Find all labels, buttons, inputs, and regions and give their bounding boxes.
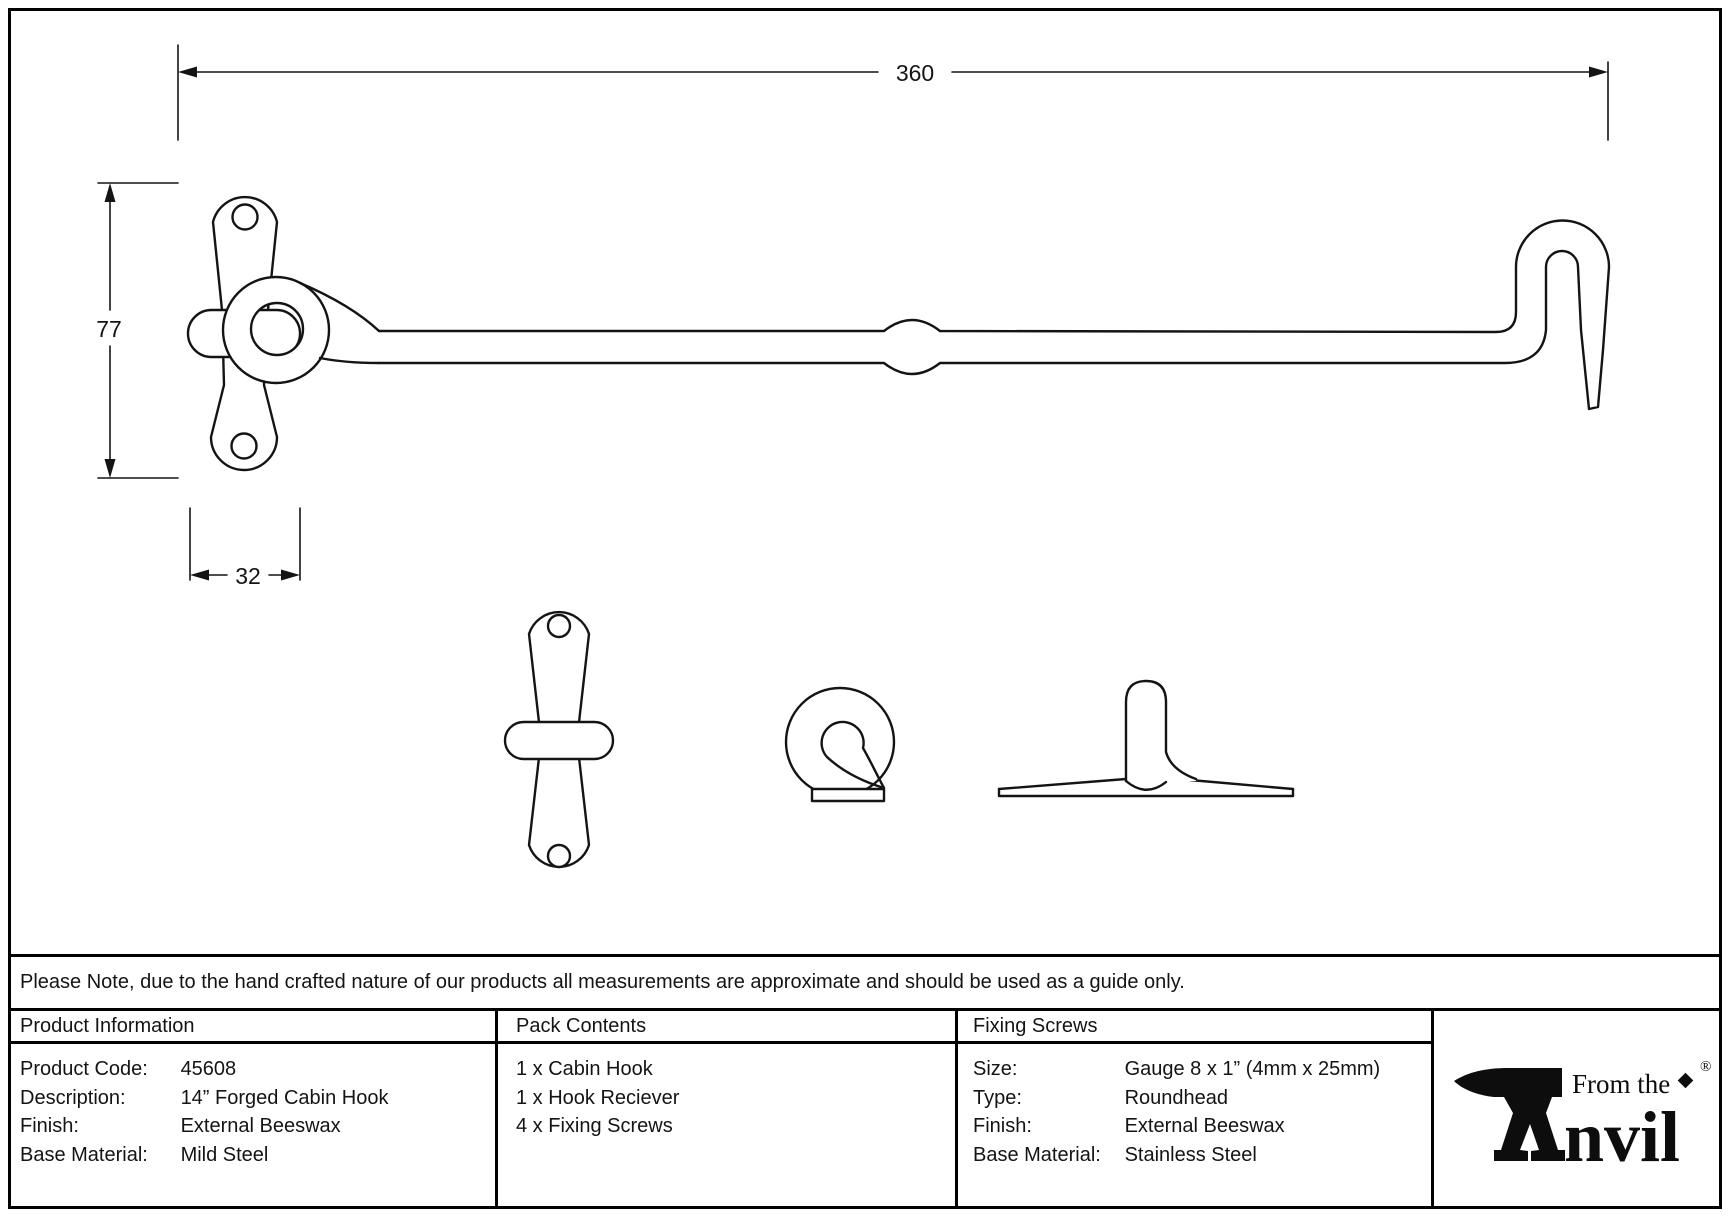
table-divider-1: [495, 1011, 498, 1209]
cabin-hook-main-view: [186, 195, 1611, 472]
anvil-icon: [1454, 1068, 1565, 1161]
screw-material-value: Stainless Steel: [1124, 1143, 1257, 1166]
screw-type-row: Type: Roundhead: [973, 1084, 1380, 1113]
screw-type-label: Type:: [973, 1086, 1022, 1109]
side-base-top-left: [997, 777, 1128, 791]
screw-type-value: Roundhead: [1124, 1086, 1228, 1109]
brand-prefix-text: From the: [1572, 1069, 1670, 1099]
finish-value: External Beeswax: [180, 1115, 341, 1137]
side-base-top-right: [1188, 778, 1295, 791]
base-material-label: Base Material:: [20, 1143, 148, 1166]
washer-ring: [223, 277, 329, 383]
fixing-screws-header: Fixing Screws: [973, 1015, 1098, 1037]
screw-finish-label: Finish:: [973, 1115, 1032, 1137]
dimension-height-label: 77: [96, 316, 122, 342]
hook-eye-band-bottom: [318, 356, 381, 365]
table-divider-2: [955, 1011, 958, 1209]
eye-base-plate: [810, 787, 886, 803]
pack-contents-cell: 1 x Cabin Hook 1 x Hook Reciever 4 x Fix…: [516, 1055, 679, 1141]
eye-outer: [784, 686, 896, 798]
dimension-width-label: 32: [235, 563, 261, 589]
registered-mark: ®: [1700, 1059, 1711, 1075]
note-text: Please Note, due to the hand crafted nat…: [20, 971, 1185, 993]
info-table: Product Information Pack Contents Fixing…: [8, 1008, 1722, 1209]
side-base-fill: [999, 779, 1293, 796]
pack-item-1: 1 x Cabin Hook: [516, 1058, 653, 1080]
table-divider-3: [1431, 1011, 1434, 1209]
product-code-label: Product Code:: [20, 1058, 148, 1080]
note-row: Please Note, due to the hand crafted nat…: [8, 954, 1722, 1008]
description-label: Description:: [20, 1086, 126, 1109]
hook-eye-band-top: [298, 281, 381, 333]
finish-label: Finish:: [20, 1115, 79, 1137]
receiver-front-view: [503, 610, 615, 869]
screw-finish-value: External Beeswax: [1124, 1115, 1285, 1137]
from-the-anvil-logo: nvil From the ®: [1454, 1059, 1711, 1177]
brand-logo: nvil From the ®: [1434, 1011, 1719, 1209]
eye-inner-loop: [820, 720, 886, 790]
dimension-length: 360: [177, 44, 1609, 141]
product-code-value: 45608: [180, 1058, 237, 1080]
description-value: 14” Forged Cabin Hook: [180, 1086, 389, 1109]
dimension-height: 77: [96, 182, 179, 479]
product-code-row: Product Code: 45608: [20, 1055, 388, 1084]
hook-eye-end-view: [784, 686, 896, 803]
screw-material-row: Base Material: Stainless Steel: [973, 1141, 1380, 1170]
screw-size-row: Size: Gauge 8 x 1” (4mm x 25mm): [973, 1055, 1380, 1084]
diamond-icon: [1677, 1072, 1694, 1089]
screw-material-label: Base Material:: [973, 1143, 1101, 1166]
screw-size-value: Gauge 8 x 1” (4mm x 25mm): [1124, 1058, 1381, 1080]
product-information-cell: Product Code: 45608 Description: 14” For…: [20, 1055, 388, 1169]
receiver-side-view: [997, 679, 1295, 798]
screw-hole-bottom: [230, 432, 258, 460]
dimension-length-label: 360: [896, 60, 934, 86]
receiver-hole-bottom: [546, 843, 572, 869]
screw-hole-top: [231, 203, 259, 231]
dimension-width: 32: [189, 507, 301, 589]
finish-row: Finish: External Beeswax: [20, 1112, 388, 1141]
description-row: Description: 14” Forged Cabin Hook: [20, 1084, 388, 1113]
screw-size-label: Size:: [973, 1058, 1018, 1080]
technical-drawing: 360 77 32: [96, 44, 1611, 869]
receiver-hole-top: [546, 613, 572, 639]
base-material-value: Mild Steel: [180, 1143, 269, 1166]
receiver-pin-front: [503, 720, 615, 761]
side-post-outline: [1124, 679, 1198, 783]
pack-item-3: 4 x Fixing Screws: [516, 1115, 673, 1137]
product-information-header: Product Information: [20, 1015, 195, 1037]
pack-contents-header: Pack Contents: [516, 1015, 647, 1037]
hook-shaft-and-tip: [377, 219, 1611, 411]
base-material-row: Base Material: Mild Steel: [20, 1141, 388, 1170]
fixing-screws-cell: Size: Gauge 8 x 1” (4mm x 25mm) Type: Ro…: [973, 1055, 1380, 1169]
side-post-foot-arc: [1124, 779, 1168, 791]
table-header-underline: [8, 1041, 1431, 1044]
brand-name-text: nvil: [1564, 1097, 1680, 1177]
screw-finish-row: Finish: External Beeswax: [973, 1112, 1380, 1141]
pack-item-2: 1 x Hook Reciever: [516, 1086, 680, 1109]
side-post-fill: [1126, 681, 1196, 781]
side-base-bottom: [997, 787, 1295, 798]
